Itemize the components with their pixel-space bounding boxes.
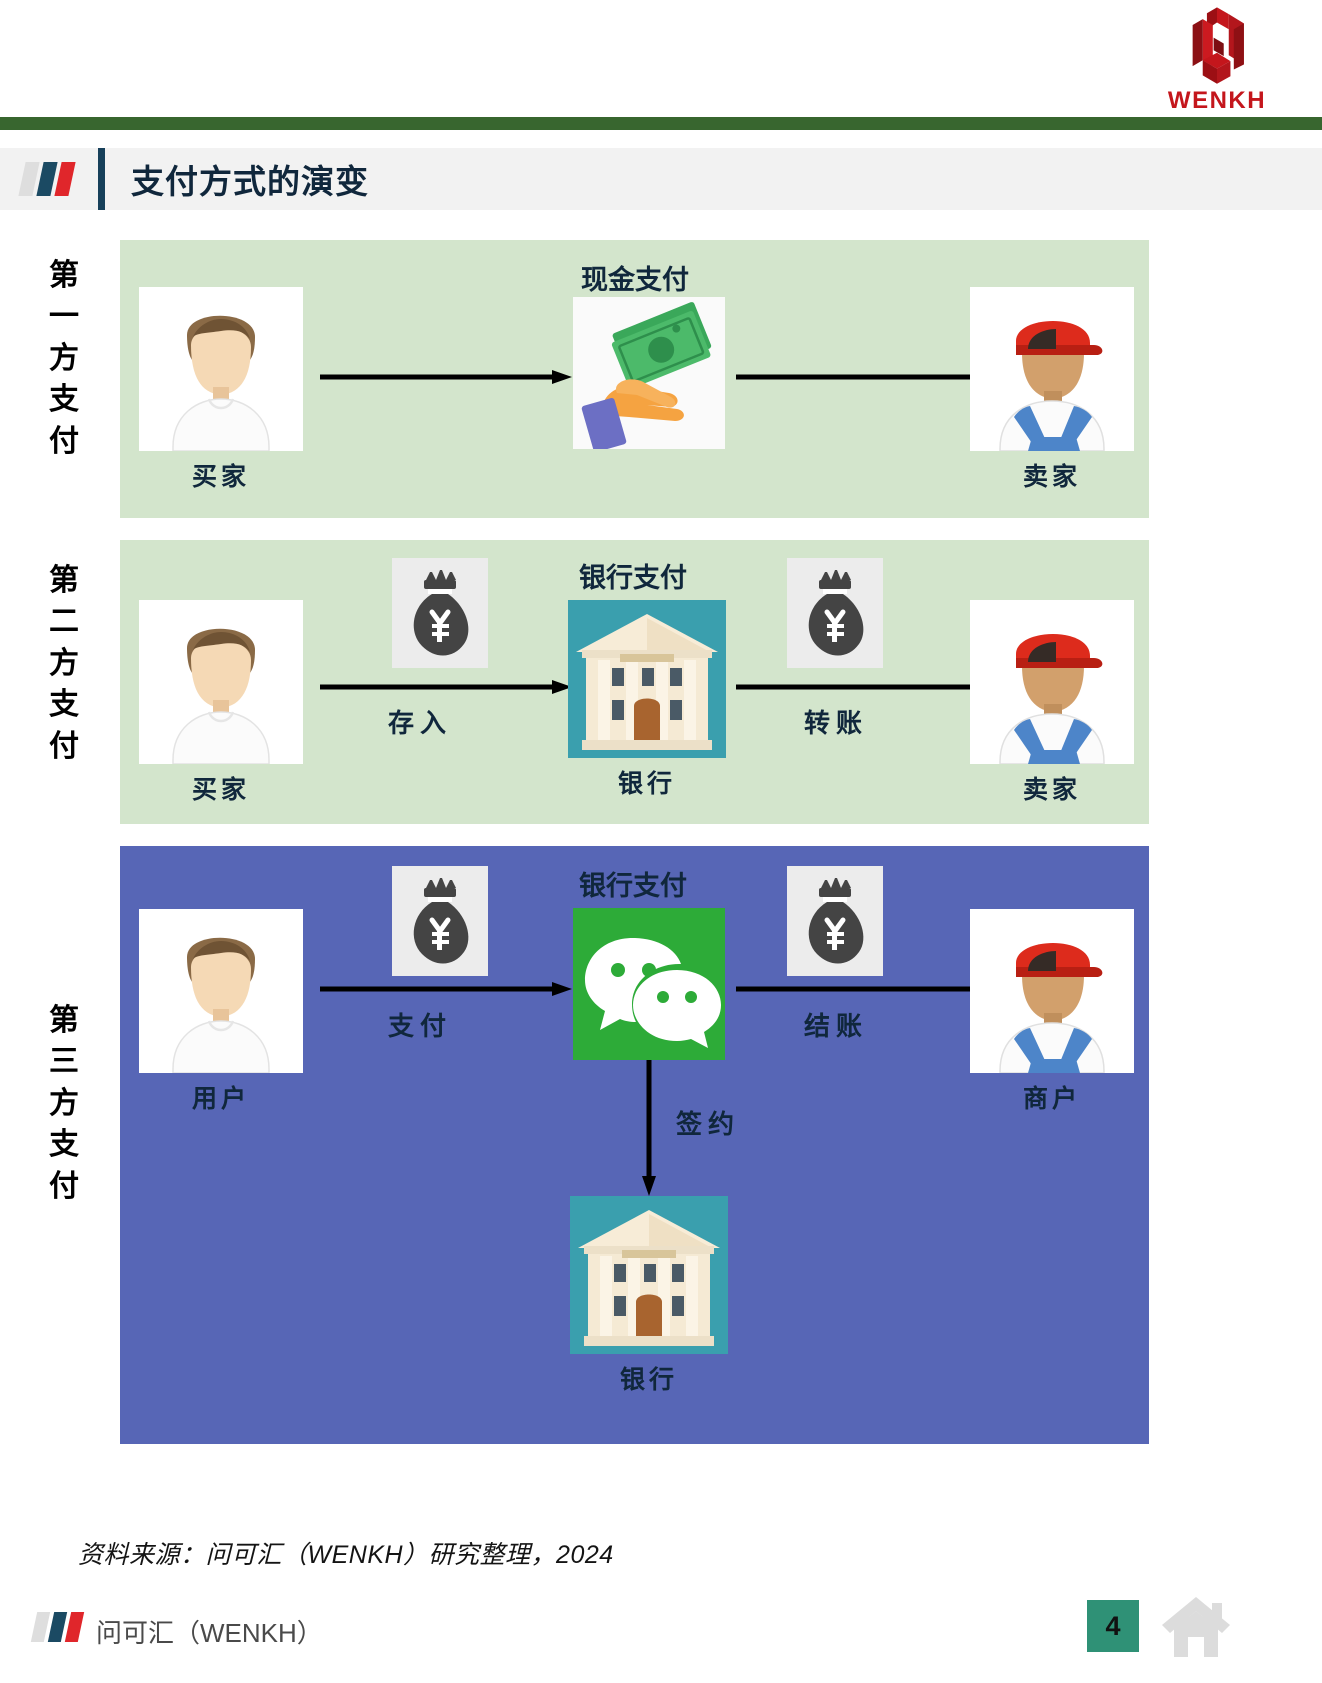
worker-avatar-icon	[970, 287, 1134, 451]
money-bag-yuan-icon	[787, 558, 883, 668]
side-label-second-party: 第 二 方 支 付	[32, 560, 96, 767]
node-caption-user: 用户	[191, 1085, 250, 1113]
node-bank: 银行	[570, 1196, 728, 1396]
arrow-wechat-to-bank	[642, 1060, 656, 1196]
node-caption-merchant: 商户	[1022, 1085, 1081, 1113]
brand-logo: WENKH	[1142, 4, 1292, 114]
node-user: 用户	[139, 909, 303, 1115]
bank-building-icon	[570, 1196, 728, 1354]
title-flag-icon	[18, 162, 76, 196]
node-bank: 银行	[568, 600, 726, 800]
node-wechat	[573, 908, 725, 1060]
person-avatar-icon	[139, 287, 303, 451]
person-avatar-icon	[139, 909, 303, 1073]
arrow-label-pay: 支付	[388, 1011, 453, 1041]
side-char: 一	[49, 300, 79, 334]
home-icon[interactable]	[1160, 1591, 1232, 1661]
footer-flag-icon	[30, 1612, 85, 1642]
side-char: 方	[49, 1086, 79, 1120]
side-char: 方	[49, 341, 79, 375]
arrow-label-deposit: 存入	[388, 708, 453, 738]
side-char: 付	[49, 729, 79, 763]
page-title: 支付方式的演变	[131, 163, 369, 200]
side-label-first-party: 第 一 方 支 付	[32, 255, 96, 462]
node-cash-payment	[573, 297, 725, 449]
title-divider	[98, 148, 105, 210]
money-bag-yuan-icon	[787, 866, 883, 976]
money-bag-pay	[392, 866, 488, 976]
side-char: 付	[49, 424, 79, 458]
side-char: 支	[49, 688, 79, 722]
arrow-label-contract: 签约	[676, 1109, 741, 1139]
hand-holding-cash-icon	[573, 297, 725, 449]
node-caption-bank: 银行	[619, 1366, 678, 1394]
person-avatar-icon	[139, 600, 303, 764]
money-bag-yuan-icon	[392, 558, 488, 668]
worker-avatar-icon	[970, 909, 1134, 1073]
page-number-badge: 4	[1087, 1600, 1139, 1652]
arrow-buyer-to-cash	[320, 370, 572, 384]
arrow-bank-to-seller	[736, 680, 992, 694]
section-panel-third-party: 银行支付 用户	[120, 846, 1149, 1444]
side-char: 第	[49, 259, 79, 292]
node-caption-buyer: 买家	[191, 776, 250, 804]
node-seller: 卖家	[970, 287, 1134, 493]
side-label-third-party: 第 三 方 支 付	[32, 1000, 96, 1207]
node-caption-seller: 卖家	[1022, 776, 1081, 804]
node-caption-buyer: 买家	[191, 463, 250, 491]
side-char: 支	[49, 1128, 79, 1162]
footer-brand-text: 问可汇（WENKH）	[96, 1618, 323, 1648]
side-char: 三	[49, 1045, 79, 1079]
money-bag-deposit	[392, 558, 488, 668]
arrow-cash-to-seller	[736, 370, 992, 384]
side-char: 第	[49, 1004, 79, 1037]
node-caption-bank: 银行	[617, 770, 676, 798]
arrow-label-transfer: 转账	[804, 708, 869, 738]
node-buyer: 买家	[139, 600, 303, 806]
arrow-label-settle: 结账	[804, 1011, 869, 1041]
section-panel-second-party: 银行支付 买家	[120, 540, 1149, 824]
flow-title-third-party-payment: 银行支付	[579, 871, 687, 901]
side-char: 二	[49, 605, 79, 639]
money-bag-settle	[787, 866, 883, 976]
worker-avatar-icon	[970, 600, 1134, 764]
wechat-logo-icon	[573, 908, 725, 1060]
money-bag-yuan-icon	[392, 866, 488, 976]
side-char: 付	[49, 1169, 79, 1203]
money-bag-transfer	[787, 558, 883, 668]
flow-title-bank-payment: 银行支付	[579, 563, 687, 593]
source-note: 资料来源：问可汇（WENKH）研究整理，2024	[78, 1541, 614, 1569]
bank-building-icon	[568, 600, 726, 758]
flow-title-cash-payment: 现金支付	[581, 265, 689, 295]
node-buyer: 买家	[139, 287, 303, 493]
node-merchant: 商户	[970, 909, 1134, 1115]
wenkh-cube-logo-icon	[1192, 7, 1244, 84]
side-char: 支	[49, 383, 79, 417]
arrow-buyer-to-bank	[320, 680, 572, 694]
header-green-rule	[0, 117, 1322, 130]
node-caption-seller: 卖家	[1022, 463, 1081, 491]
node-seller: 卖家	[970, 600, 1134, 806]
arrow-user-to-wechat	[320, 982, 572, 996]
title-bar: 支付方式的演变	[0, 148, 1322, 210]
section-panel-first-party: 现金支付 买家	[120, 240, 1149, 518]
arrow-wechat-to-merchant	[736, 982, 992, 996]
side-char: 方	[49, 646, 79, 680]
brand-wordmark: WENKH	[1167, 87, 1267, 114]
side-char: 第	[49, 564, 79, 597]
